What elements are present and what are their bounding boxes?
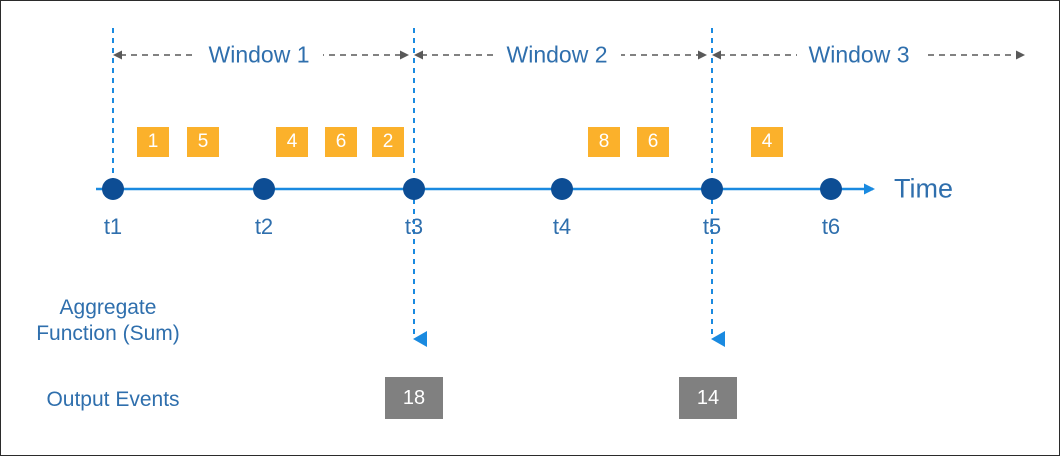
timeline-dot-t3[interactable] bbox=[403, 178, 425, 200]
event-box[interactable]: 5 bbox=[187, 127, 219, 157]
tick-label-t1: t1 bbox=[103, 214, 123, 239]
event-box[interactable]: 6 bbox=[325, 127, 357, 157]
aggregate-function-label-line1: Aggregate bbox=[59, 295, 157, 319]
tick-label-t4: t4 bbox=[552, 214, 572, 239]
tick-label-t3: t3 bbox=[404, 214, 424, 239]
tick-label-t2: t2 bbox=[254, 214, 274, 239]
output-events-label: Output Events bbox=[46, 387, 180, 411]
timeline-dot-t4[interactable] bbox=[551, 178, 573, 200]
timeline-dot-t6[interactable] bbox=[820, 178, 842, 200]
aggregate-function-label: Aggregate Function (Sum) bbox=[36, 295, 180, 348]
output-box[interactable]: 18 bbox=[385, 377, 443, 419]
window-label-3: Window 3 bbox=[808, 41, 910, 68]
window-boundary-lines bbox=[112, 28, 725, 347]
tick-label-t6: t6 bbox=[821, 214, 841, 239]
tick-label-t5: t5 bbox=[702, 214, 722, 239]
timeline-axis bbox=[96, 178, 875, 200]
window-span-arrows bbox=[113, 41, 1025, 70]
window-label-2: Window 2 bbox=[506, 41, 608, 68]
event-box[interactable]: 2 bbox=[372, 127, 404, 157]
event-box[interactable]: 6 bbox=[637, 127, 669, 157]
aggregate-function-label-line2: Function (Sum) bbox=[36, 322, 180, 345]
event-box[interactable]: 8 bbox=[588, 127, 620, 157]
event-box[interactable]: 4 bbox=[751, 127, 783, 157]
time-axis-label: Time bbox=[894, 173, 953, 204]
timeline-dot-t2[interactable] bbox=[253, 178, 275, 200]
event-box[interactable]: 1 bbox=[137, 127, 169, 157]
window-label-1: Window 1 bbox=[208, 41, 310, 68]
output-box[interactable]: 14 bbox=[679, 377, 737, 419]
event-box[interactable]: 4 bbox=[276, 127, 308, 157]
timeline-dot-t1[interactable] bbox=[102, 178, 124, 200]
timeline-dot-t5[interactable] bbox=[701, 178, 723, 200]
